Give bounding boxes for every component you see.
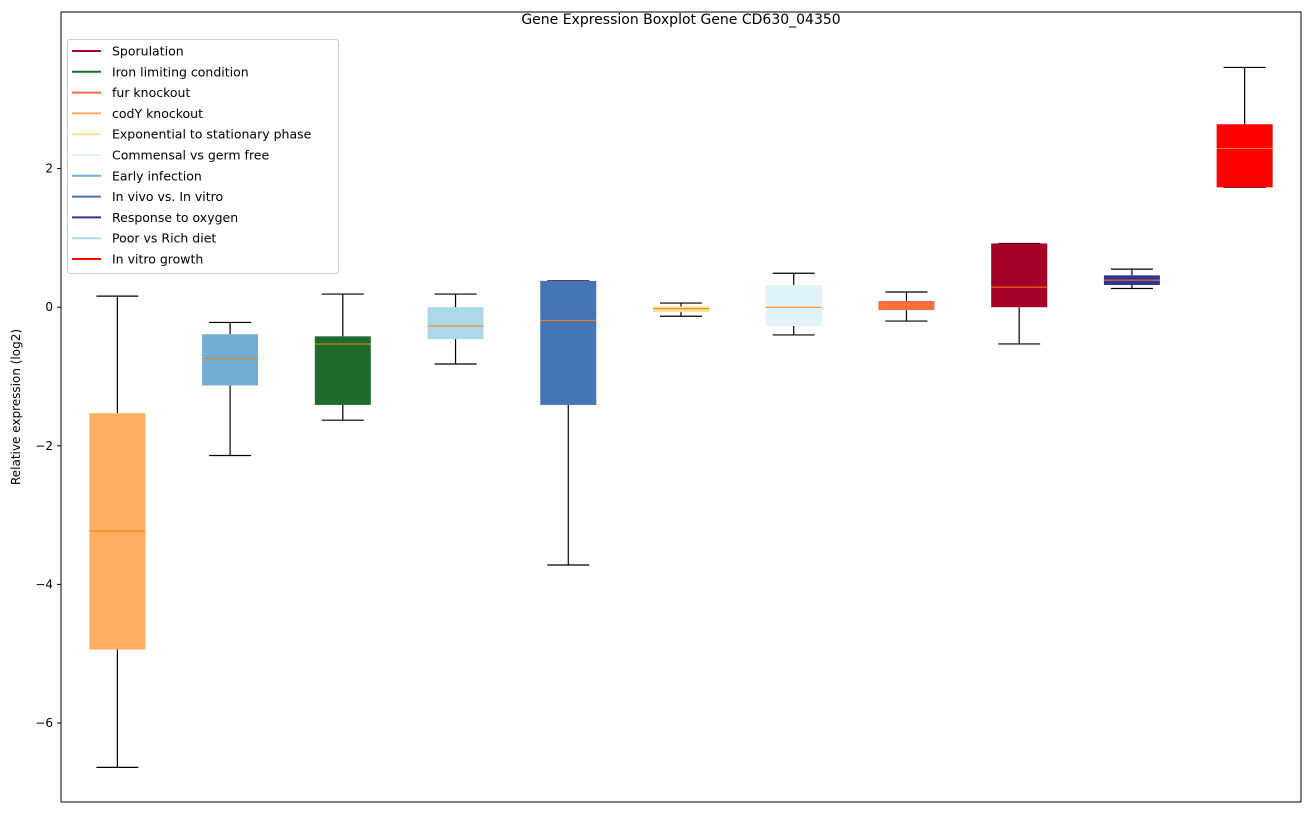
box-group — [653, 302, 709, 317]
chart-title: Gene Expression Boxplot Gene CD630_04350 — [521, 12, 840, 28]
box-group — [1103, 268, 1160, 290]
legend-item: In vivo vs. In vitro — [72, 189, 223, 204]
legend-item: fur knockout — [72, 85, 190, 100]
box — [991, 243, 1048, 308]
legend-label: codY knockout — [112, 106, 203, 121]
box — [427, 307, 484, 340]
box-group — [765, 272, 822, 336]
legend-label: Exponential to stationary phase — [112, 127, 312, 142]
box-group — [878, 291, 935, 322]
legend-label: In vitro growth — [112, 252, 203, 267]
legend-frame — [67, 39, 339, 274]
legend-item: Iron limiting condition — [72, 64, 249, 79]
box-group — [202, 321, 259, 457]
box-group — [991, 242, 1048, 345]
y-tick-label: −6 — [35, 716, 53, 730]
legend-item: Exponential to stationary phase — [72, 127, 312, 142]
y-tick-label: −2 — [35, 439, 53, 453]
box-group — [540, 280, 597, 566]
y-axis-label: Relative expression (log2) — [9, 329, 23, 485]
legend-item: Poor vs Rich diet — [72, 231, 216, 246]
box-group — [1216, 66, 1273, 188]
box — [1216, 124, 1273, 188]
box — [314, 336, 371, 405]
legend-label: Sporulation — [112, 44, 184, 59]
legend-label: Iron limiting condition — [112, 64, 249, 79]
legend-item: Early infection — [72, 168, 202, 183]
y-tick-label: 0 — [45, 300, 53, 314]
legend-label: Response to oxygen — [112, 210, 238, 225]
legend-item: Commensal vs germ free — [72, 148, 269, 163]
box-group — [314, 293, 371, 421]
box — [202, 334, 259, 386]
legend-label: fur knockout — [112, 85, 190, 100]
plot-frame — [60, 11, 1302, 803]
box-group — [427, 293, 484, 365]
legend-label: In vivo vs. In vitro — [112, 189, 223, 204]
legend-item: In vitro growth — [72, 252, 203, 267]
legend-item: Response to oxygen — [72, 210, 238, 225]
box — [653, 306, 709, 313]
box — [540, 280, 597, 405]
legend-item: Sporulation — [72, 44, 184, 59]
y-tick-label: −4 — [35, 577, 53, 591]
y-tick-label: 2 — [45, 162, 53, 176]
legend-label: Commensal vs germ free — [112, 148, 269, 163]
box-group — [89, 295, 146, 768]
legend-item: codY knockout — [72, 106, 203, 121]
legend-label: Early infection — [112, 168, 202, 183]
box — [765, 285, 822, 326]
legend-label: Poor vs Rich diet — [112, 231, 216, 246]
